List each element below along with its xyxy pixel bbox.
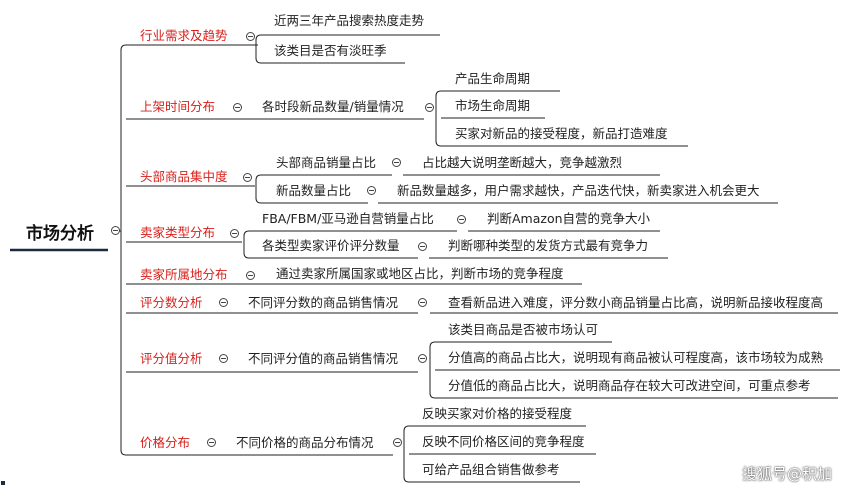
middle-node[interactable]: 各时段新品数量/销量情况 (262, 99, 404, 114)
collapse-toggle-icon[interactable] (233, 103, 242, 112)
connector-curve (255, 57, 262, 64)
category-industry-demand[interactable]: 行业需求及趋势 (140, 28, 228, 43)
leaf-node[interactable]: 近两三年产品搜索热度走势 (274, 13, 425, 28)
corner-marker (1, 481, 5, 485)
root-node-title[interactable]: 市场分析 (26, 224, 94, 244)
collapse-toggle-icon[interactable] (219, 298, 228, 307)
middle-node[interactable]: 不同评分值的商品销售情况 (248, 351, 399, 366)
leaf-node[interactable]: 分值高的商品占比大，说明现有商品被认可程度高，该市场较为成熟 (448, 350, 824, 365)
collapse-toggle-icon[interactable] (418, 242, 427, 251)
connector-curve (403, 476, 410, 483)
connector-curve (255, 34, 262, 41)
leaf-node[interactable]: 新品数量越多，用户需求越快，产品迭代快，新卖家进入机会更大 (397, 183, 760, 198)
leaf-node[interactable]: 该类目商品是否被市场认可 (448, 322, 599, 337)
leaf-node[interactable]: 占比越大说明垄断越大，竞争越激烈 (422, 155, 623, 170)
leaf-node[interactable]: 反映买家对价格的接受程度 (422, 406, 573, 421)
collapse-toggle-icon[interactable] (418, 298, 427, 307)
leaf-node[interactable]: 反映不同价格区间的竞争程度 (422, 434, 585, 449)
connector-curve (243, 230, 250, 237)
category-rating-value[interactable]: 评分值分析 (140, 351, 203, 366)
collapse-toggle-icon[interactable] (425, 103, 434, 112)
leaf-node[interactable]: 买家对新品的接受程度，新品打造难度 (455, 126, 668, 141)
collapse-toggle-icon[interactable] (367, 186, 376, 195)
connector-curve (255, 174, 262, 181)
category-rating-count[interactable]: 评分数分析 (140, 295, 203, 310)
collapse-toggle-icon[interactable] (457, 215, 466, 224)
leaf-node[interactable]: 产品生命周期 (455, 71, 531, 86)
collapse-toggle-icon[interactable] (393, 438, 402, 447)
connector-curve (435, 90, 442, 97)
connector-curve (429, 392, 436, 399)
collapse-toggle-icon[interactable] (230, 229, 239, 238)
middle-node[interactable]: 各类型卖家评价评分数量 (262, 238, 400, 253)
connector-curve (120, 44, 127, 51)
collapse-toggle-icon[interactable] (111, 226, 120, 235)
category-price-distribution[interactable]: 价格分布 (140, 435, 191, 450)
connector-curve (243, 252, 250, 259)
collapse-toggle-icon[interactable] (246, 32, 255, 41)
middle-node[interactable]: 新品数量占比 (276, 183, 352, 198)
category-listing-time[interactable]: 上架时间分布 (140, 99, 216, 114)
category-head-concentration[interactable]: 头部商品集中度 (140, 169, 228, 184)
leaf-node[interactable]: 判断哪种类型的发货方式最有竞争力 (448, 238, 649, 253)
watermark: 搜狐号@积加 (742, 465, 833, 483)
leaf-node[interactable]: 通过卖家所属国家或地区占比，判断市场的竞争程度 (276, 266, 564, 281)
leaf-node[interactable]: 判断Amazon自营的竞争大小 (487, 211, 651, 226)
collapse-toggle-icon[interactable] (418, 354, 427, 363)
collapse-toggle-icon[interactable] (219, 354, 228, 363)
category-seller-location[interactable]: 卖家所属地分布 (140, 267, 228, 282)
connector-curve (255, 197, 262, 204)
connector-curve (403, 425, 410, 432)
connector-curve (435, 140, 442, 147)
leaf-node[interactable]: 分值低的商品占比大，说明商品存在较大可改进空间，可重点参考 (448, 378, 811, 393)
middle-node[interactable]: 不同评分数的商品销售情况 (248, 295, 399, 310)
collapse-toggle-icon[interactable] (207, 438, 216, 447)
collapse-toggle-icon[interactable] (246, 271, 255, 280)
middle-node[interactable]: 不同价格的商品分布情况 (236, 435, 374, 450)
leaf-node[interactable]: 该类目是否有淡旺季 (274, 43, 387, 58)
connector-curve (120, 449, 127, 456)
middle-node[interactable]: FBA/FBM/亚马逊自营销量占比 (262, 211, 434, 226)
leaf-node[interactable]: 市场生命周期 (455, 98, 531, 113)
collapse-toggle-icon[interactable] (243, 173, 252, 182)
middle-node[interactable]: 头部商品销量占比 (276, 155, 377, 170)
category-seller-type[interactable]: 卖家类型分布 (140, 225, 216, 240)
leaf-node[interactable]: 可给产品组合销售做参考 (422, 462, 560, 477)
leaf-node[interactable]: 查看新品进入难度，评分数小商品销量占比高，说明新品接收程度高 (448, 295, 824, 310)
connector-curve (429, 341, 436, 348)
collapse-toggle-icon[interactable] (392, 158, 401, 167)
